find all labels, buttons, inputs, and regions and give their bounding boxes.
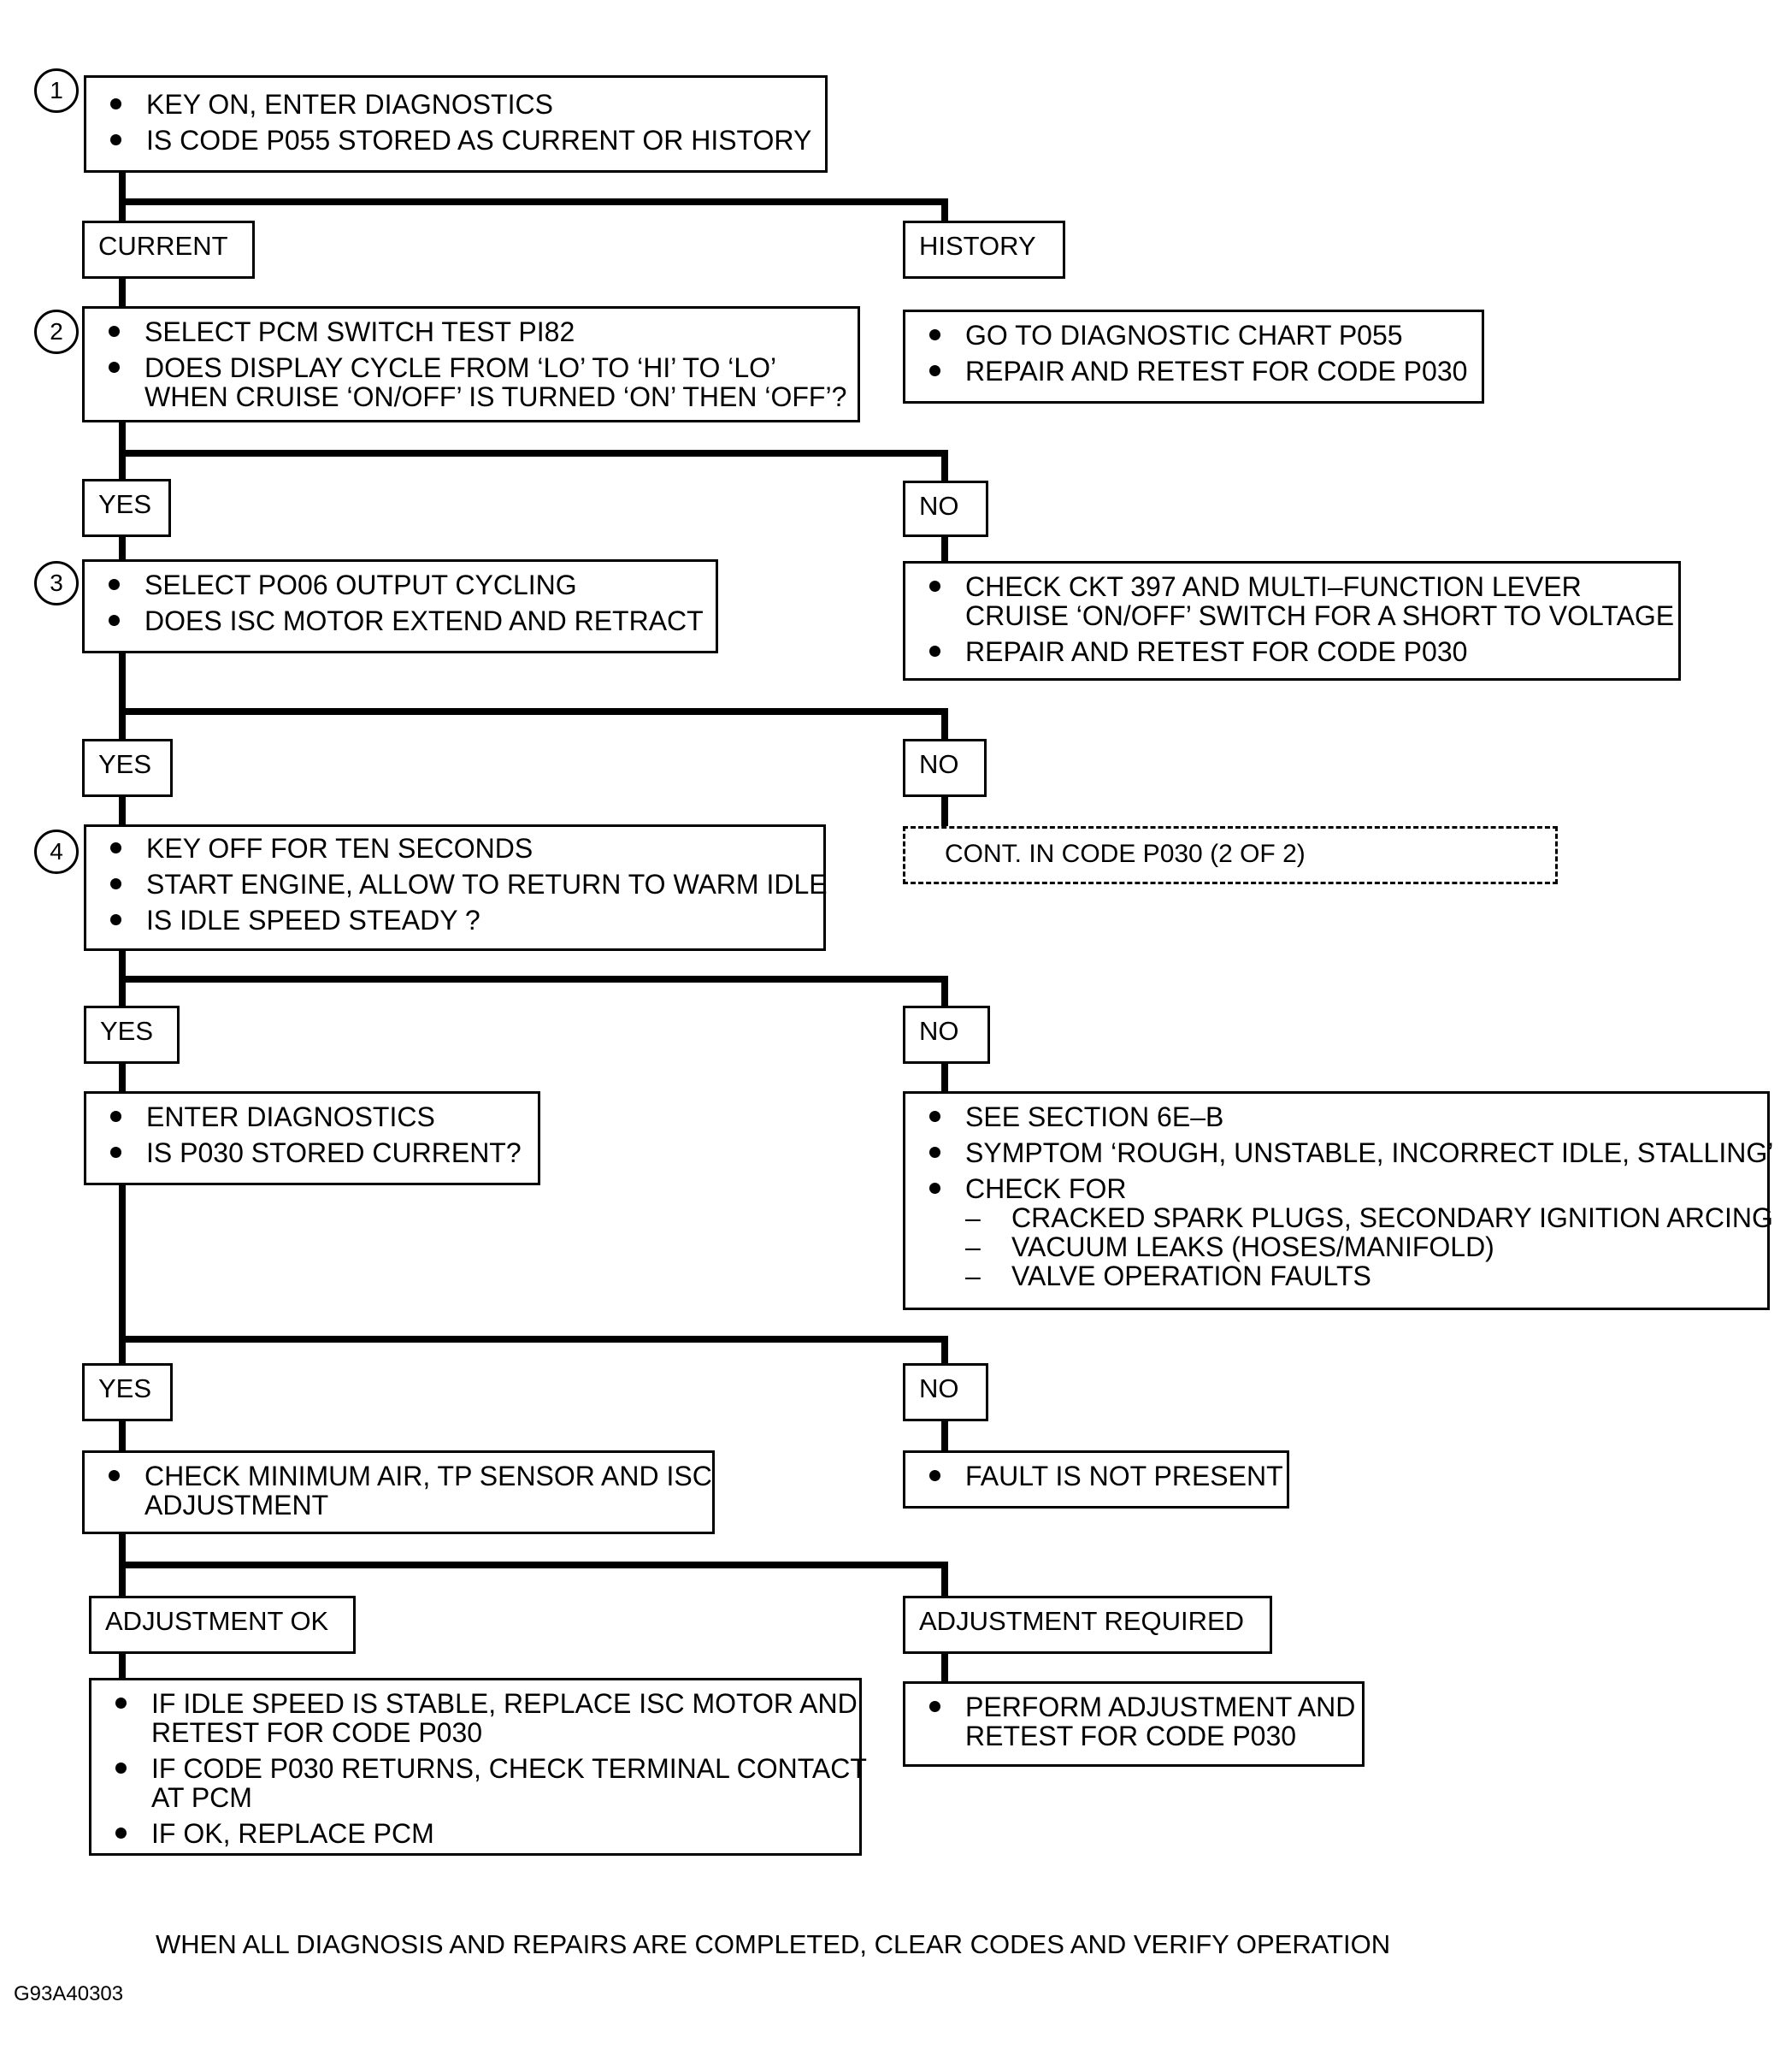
step-4-line: START ENGINE, ALLOW TO RETURN TO WARM ID… [98,870,828,899]
yes4-line: ENTER DIAGNOSTICS [98,1102,526,1131]
yes5-line: ADJUSTMENT [144,1490,329,1521]
yes-label-step2: YES [82,479,171,537]
no2-action-line: CRUISE ‘ON/OFF’ SWITCH FOR A SHORT TO VO… [965,600,1675,631]
adj-ok-line: IF CODE P030 RETURNS, CHECK TERMINAL CON… [103,1754,867,1783]
no2-action-line: CHECK CKT 397 AND MULTI–FUNCTION LEVER [917,572,1666,601]
step-3-line: SELECT PO06 OUTPUT CYCLING [97,570,704,599]
step-4-box: KEY OFF FOR TEN SECONDS START ENGINE, AL… [84,824,828,951]
step-2-line: WHEN CRUISE ‘ON/OFF’ IS TURNED ‘ON’ THEN… [144,381,847,412]
step-4-line: KEY OFF FOR TEN SECONDS [98,834,811,863]
step-4-number: 4 [34,830,79,874]
no5-box: FAULT IS NOT PRESENT [903,1450,1289,1509]
step-1-number: 1 [34,68,79,113]
adjustment-required-label: ADJUSTMENT REQUIRED [903,1596,1272,1654]
yes-label-step4: YES [84,1006,180,1064]
adj-req-line: RETEST FOR CODE P030 [965,1721,1297,1751]
no4-line: SEE SECTION 6E–B [917,1102,1755,1131]
footer-note: WHEN ALL DIAGNOSIS AND REPAIRS ARE COMPL… [156,1929,1391,1959]
no-label-step2: NO [903,481,988,537]
step-1-box: KEY ON, ENTER DIAGNOSTICS IS CODE P055 S… [84,75,828,173]
yes5-line: CHECK MINIMUM AIR, TP SENSOR AND ISC [97,1461,712,1491]
step-3-box: SELECT PO06 OUTPUT CYCLING DOES ISC MOTO… [82,559,718,653]
yes-label-p030: YES [82,1363,173,1421]
history-action-box: GO TO DIAGNOSTIC CHART P055 REPAIR AND R… [903,310,1484,404]
step-2-number: 2 [34,310,79,354]
no2-action-line: REPAIR AND RETEST FOR CODE P030 [917,637,1666,666]
yes4-box: ENTER DIAGNOSTICS IS P030 STORED CURRENT… [84,1091,540,1185]
step-4-line: IS IDLE SPEED STEADY ? [98,906,811,935]
adj-ok-line: IF OK, REPLACE PCM [103,1819,847,1848]
history-label: HISTORY [903,221,1065,279]
step-1-line: IS CODE P055 STORED AS CURRENT OR HISTOR… [98,126,813,155]
step-3-line: DOES ISC MOTOR EXTEND AND RETRACT [97,606,704,635]
no-label-step4: NO [903,1006,990,1064]
no4-line: SYMPTOM ‘ROUGH, UNSTABLE, INCORRECT IDLE… [917,1138,1773,1167]
step-1-line: KEY ON, ENTER DIAGNOSTICS [98,90,813,119]
no4-sub-line: CRACKED SPARK PLUGS, SECONDARY IGNITION … [917,1203,1773,1232]
step-2-line: SELECT PCM SWITCH TEST PI82 [97,317,846,346]
adj-req-line: PERFORM ADJUSTMENT AND [917,1692,1355,1721]
step-2-box: SELECT PCM SWITCH TEST PI82 DOES DISPLAY… [82,306,860,422]
figure-id: G93A40303 [14,1982,124,2005]
no4-sub-line: VALVE OPERATION FAULTS [917,1261,1755,1290]
adj-ok-line: RETEST FOR CODE P030 [151,1717,483,1748]
no4-sub-line: VACUUM LEAKS (HOSES/MANIFOLD) [917,1232,1755,1261]
current-label: CURRENT [82,221,255,279]
no2-action-box: CHECK CKT 397 AND MULTI–FUNCTION LEVER C… [903,561,1681,681]
no-label-p030: NO [903,1363,988,1421]
adjustment-required-box: PERFORM ADJUSTMENT AND RETEST FOR CODE P… [903,1681,1365,1767]
yes-label-step3: YES [82,739,173,797]
step-3-number: 3 [34,561,79,605]
no4-line: CHECK FOR [917,1174,1755,1203]
yes4-line: IS P030 STORED CURRENT? [98,1138,526,1167]
adj-ok-line: AT PCM [151,1782,252,1813]
no5-line: FAULT IS NOT PRESENT [917,1461,1283,1491]
adj-ok-line: IF IDLE SPEED IS STABLE, REPLACE ISC MOT… [103,1689,858,1718]
continue-box: CONT. IN CODE P030 (2 OF 2) [903,826,1558,884]
history-action-line: REPAIR AND RETEST FOR CODE P030 [917,357,1470,386]
step-2-line: DOES DISPLAY CYCLE FROM ‘LO’ TO ‘HI’ TO … [97,353,846,382]
history-action-line: GO TO DIAGNOSTIC CHART P055 [917,321,1470,350]
no-label-step3: NO [903,739,987,797]
adjustment-ok-box: IF IDLE SPEED IS STABLE, REPLACE ISC MOT… [89,1678,867,1856]
no4-box: SEE SECTION 6E–B SYMPTOM ‘ROUGH, UNSTABL… [903,1091,1773,1310]
adjustment-ok-label: ADJUSTMENT OK [89,1596,356,1654]
yes5-box: CHECK MINIMUM AIR, TP SENSOR AND ISC ADJ… [82,1450,715,1534]
